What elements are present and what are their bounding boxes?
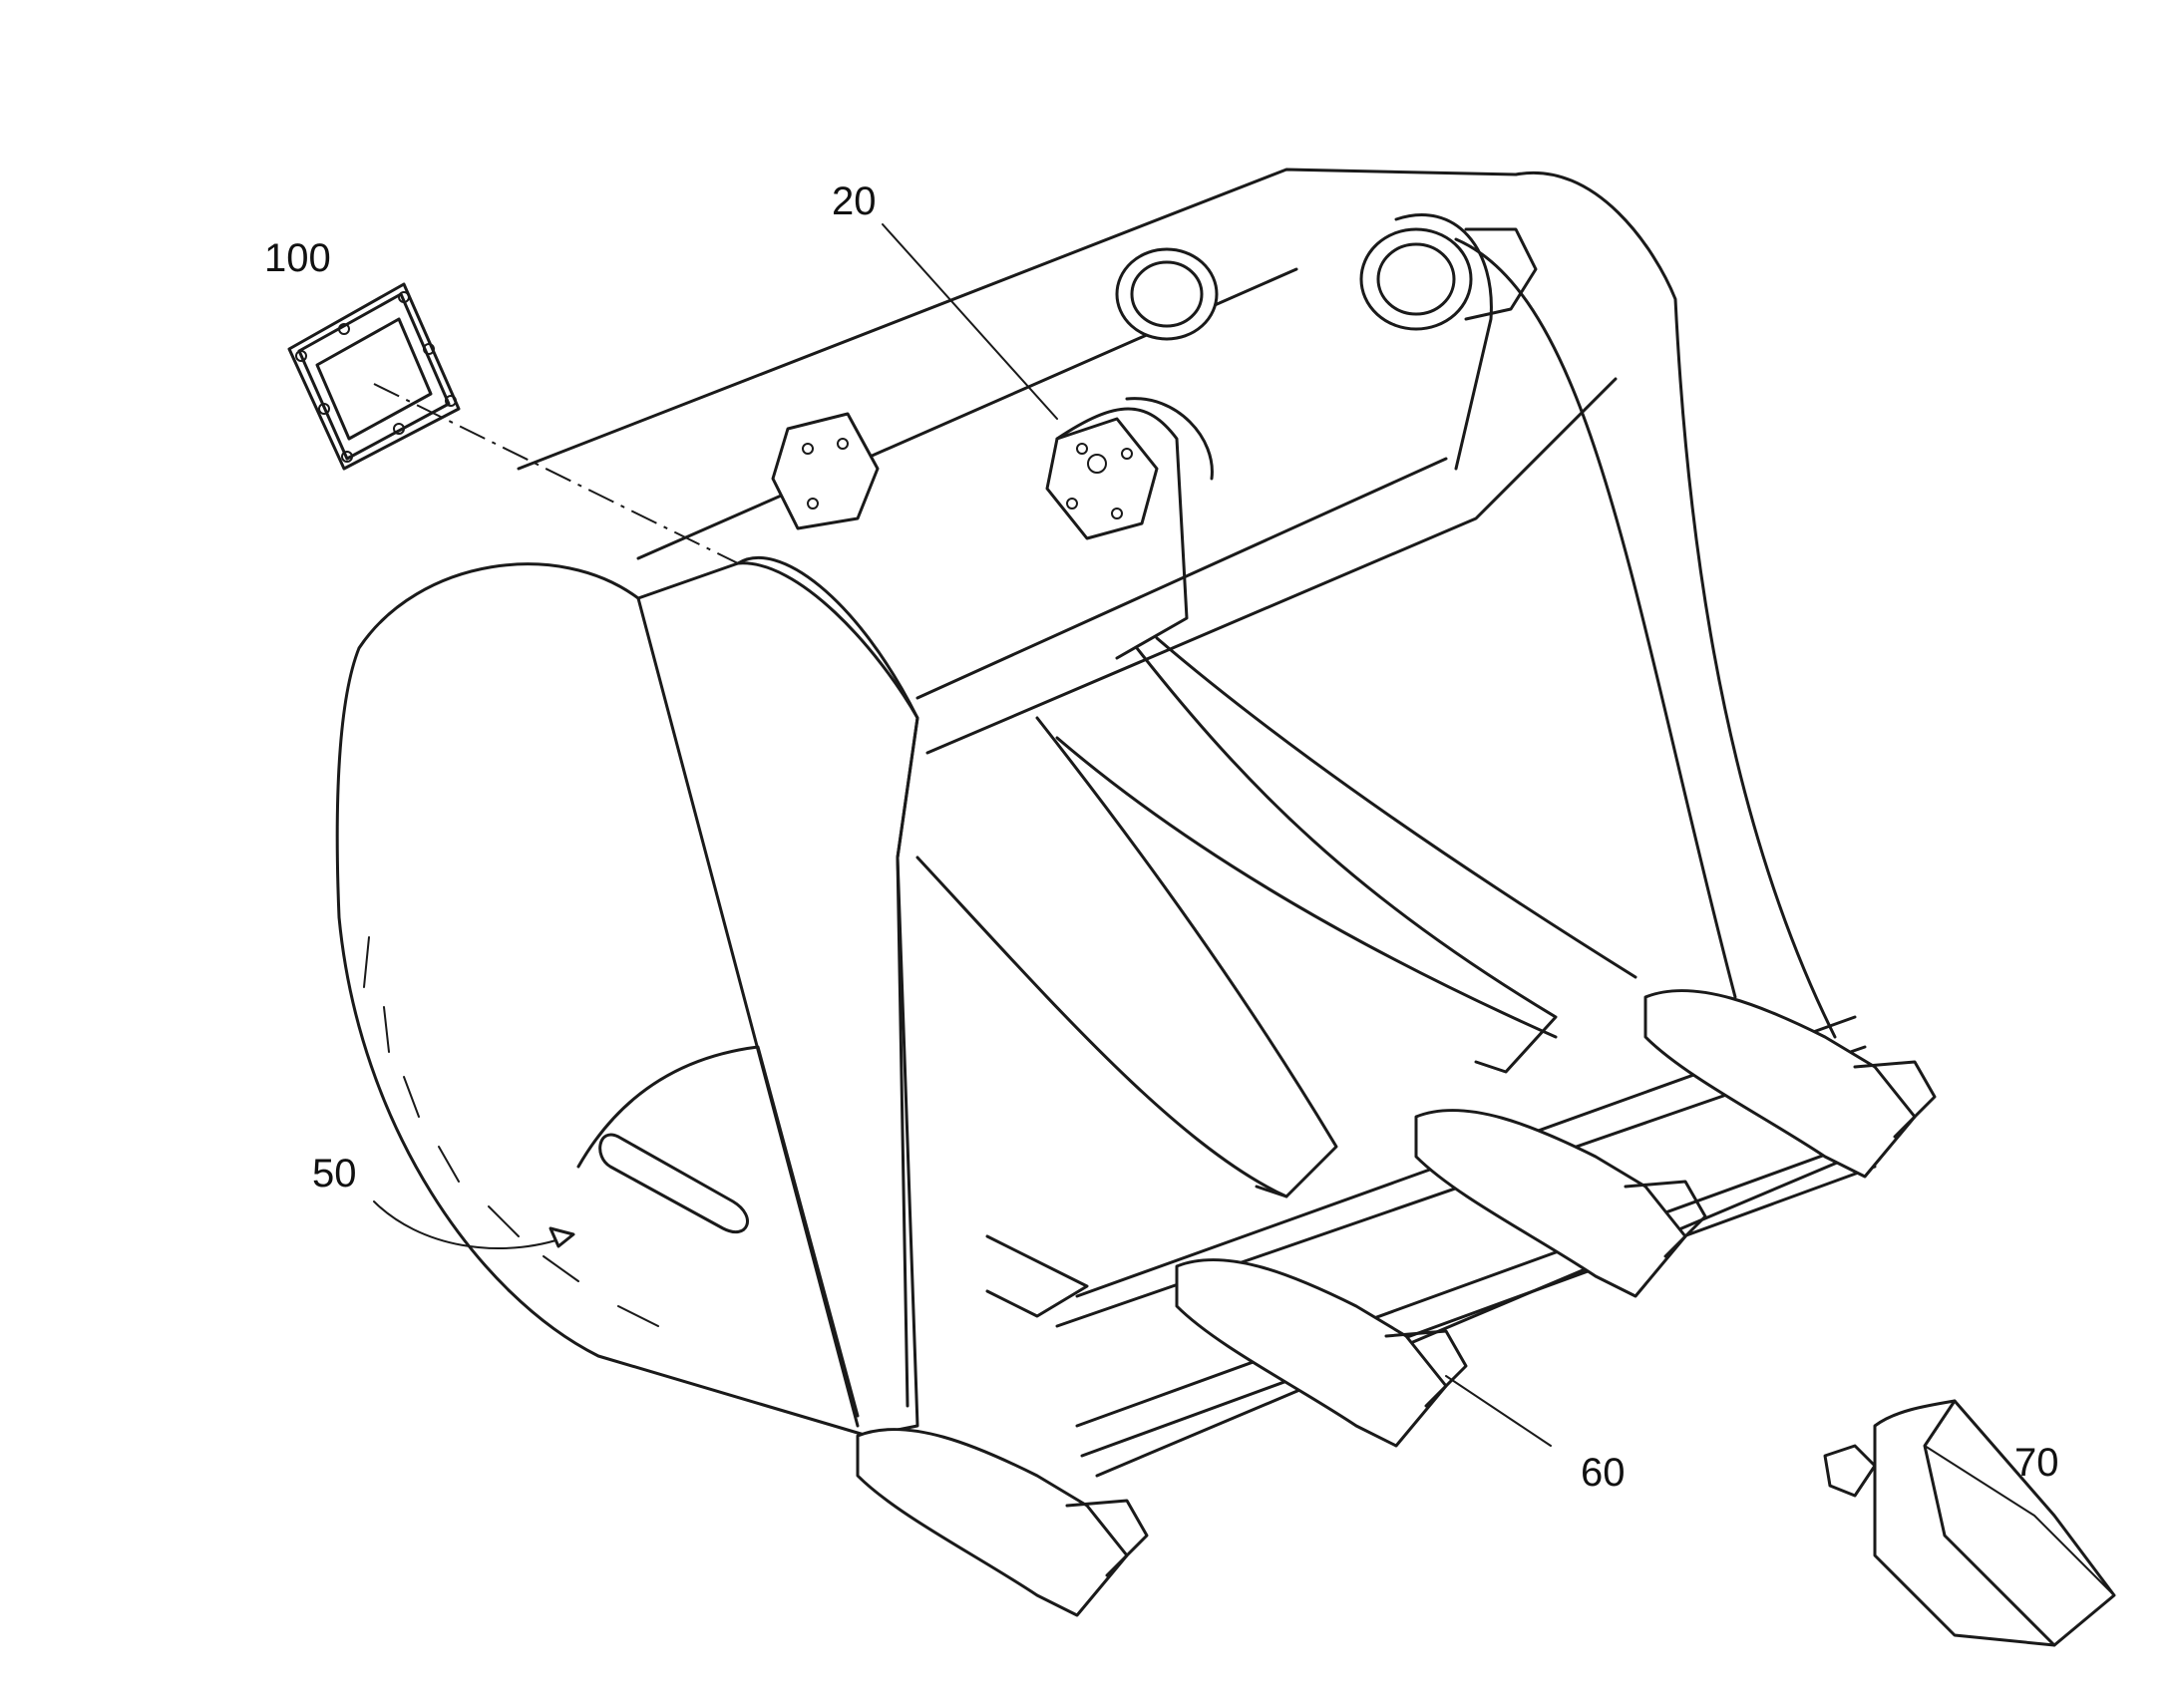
ref-label-70: 70 xyxy=(2014,1441,2059,1485)
leader-line-20 xyxy=(882,223,1058,420)
tooth-adapter-1 xyxy=(856,1428,1149,1617)
ref-label-60: 60 xyxy=(1581,1451,1626,1495)
tooth xyxy=(1823,1399,2116,1647)
tooth-adapter-2 xyxy=(1175,1258,1468,1448)
ref-label-100: 100 xyxy=(264,236,331,280)
tooth-adapter-4 xyxy=(1643,989,1937,1179)
ref-label-50: 50 xyxy=(312,1152,357,1196)
leader-arrowhead-50 xyxy=(548,1226,575,1248)
cutting-edge xyxy=(1075,1135,1877,1458)
front-side-plate xyxy=(736,556,919,1408)
leader-line-60 xyxy=(1445,1375,1552,1447)
placement-dash-line xyxy=(373,383,739,564)
leader-line-50 xyxy=(373,1200,569,1250)
pin-boss-assembly xyxy=(771,213,1538,660)
tooth-adapter-3 xyxy=(1414,1109,1707,1298)
sensor-module xyxy=(287,282,461,471)
ref-label-20: 20 xyxy=(832,179,877,223)
